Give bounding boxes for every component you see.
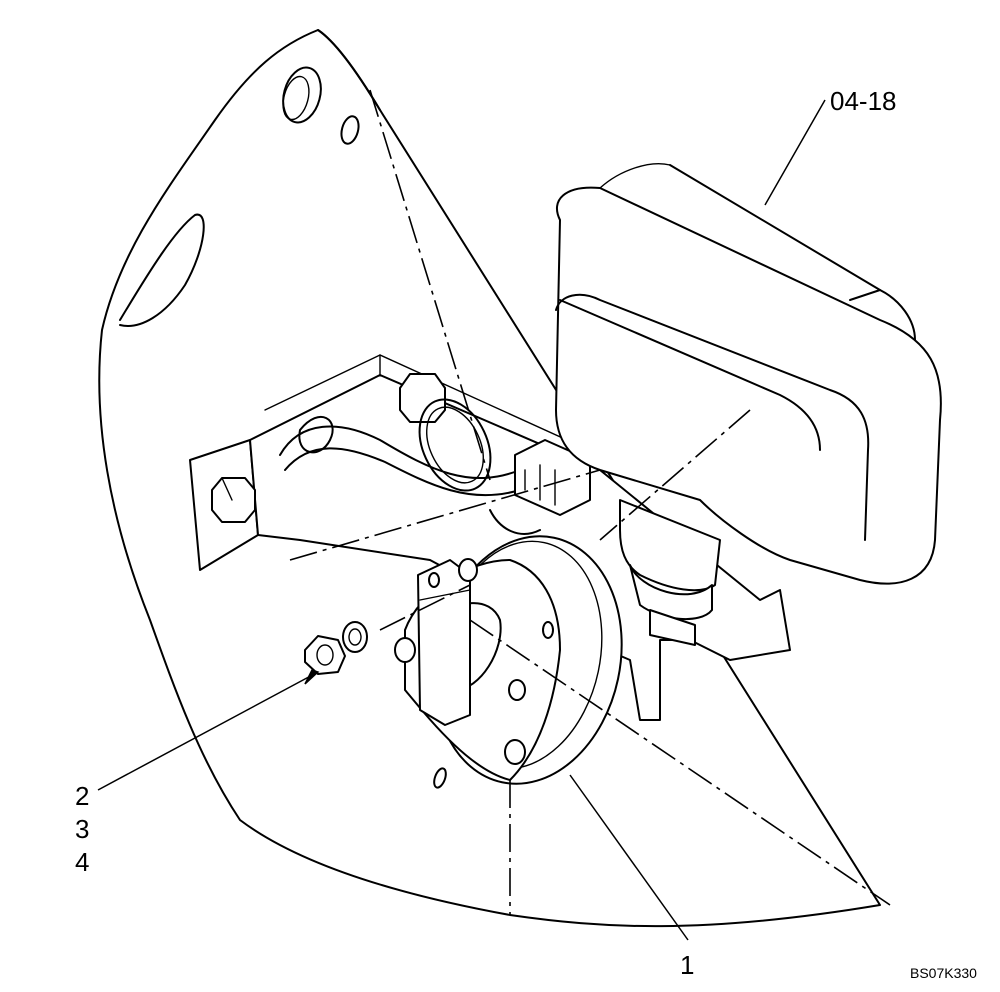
callout-horn: 1 — [680, 950, 694, 980]
work-light — [555, 163, 942, 646]
callout-light-ref: 04-18 — [830, 86, 897, 116]
nut — [304, 635, 346, 675]
bracket-bolt — [211, 477, 256, 523]
drawing-code: BS07K330 — [910, 965, 977, 981]
washer — [342, 621, 368, 653]
wire-harness — [279, 398, 541, 535]
callout-nut: 2 — [75, 781, 89, 811]
leader-lines — [97, 99, 826, 941]
upper-bolt — [399, 373, 446, 423]
connector — [514, 439, 591, 516]
callout-fastener: 4 — [75, 847, 89, 877]
callout-washer: 3 — [75, 814, 89, 844]
phantom-lines — [289, 89, 891, 915]
